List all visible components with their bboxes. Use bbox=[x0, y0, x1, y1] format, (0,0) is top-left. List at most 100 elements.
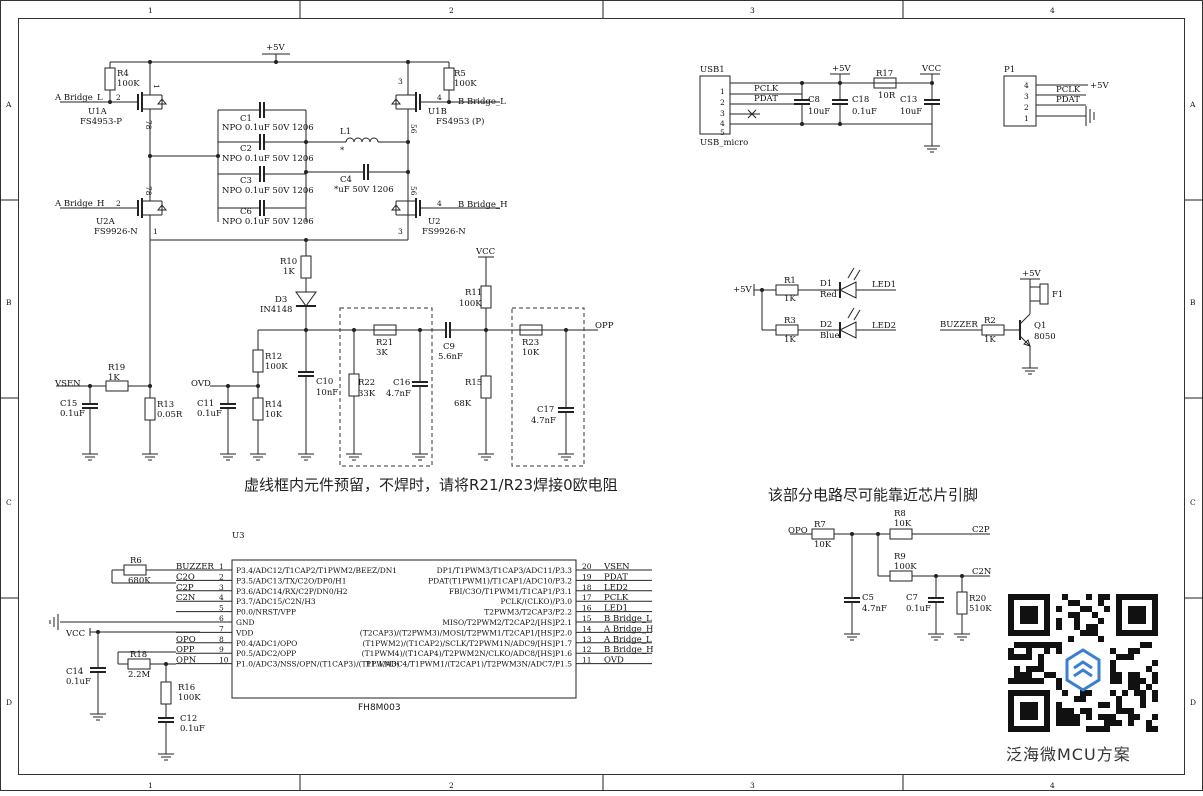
c17-val: 4.7nF bbox=[531, 416, 556, 426]
d3-val: IN4148 bbox=[260, 305, 292, 315]
mcu-pin-name: PDAT(T1PWM1)/T1CAP1/ADC10/P3.2 bbox=[428, 576, 572, 585]
resistor-r21 bbox=[373, 324, 397, 336]
pin-number: 2 bbox=[116, 93, 121, 102]
mcu-body bbox=[231, 559, 577, 699]
row-label: D bbox=[6, 698, 12, 707]
c15-val: 0.1uF bbox=[60, 409, 85, 419]
resistor-r23 bbox=[519, 324, 543, 336]
row-label: B bbox=[6, 298, 12, 307]
vcc-label: VCC bbox=[65, 629, 85, 639]
r8-val: 10K bbox=[894, 519, 912, 529]
r14-ref: R14 bbox=[265, 400, 282, 410]
power-5v-label: +5V bbox=[1022, 269, 1042, 279]
r18-ref: R18 bbox=[130, 650, 147, 660]
mcu-pin-net: A Bridge_H bbox=[603, 624, 653, 634]
pin-number: 4 bbox=[1024, 81, 1029, 90]
r10-val: 1K bbox=[283, 267, 295, 277]
c2-ref: C2 bbox=[240, 144, 252, 154]
c6-ref: C6 bbox=[240, 207, 252, 217]
power-5v-label: +5V bbox=[733, 285, 753, 295]
r16-val: 100K bbox=[178, 693, 201, 703]
mcu-pin-number: 6 bbox=[219, 614, 224, 623]
mcu-pin-net: C2P bbox=[176, 583, 194, 593]
r16-ref: R16 bbox=[178, 683, 195, 693]
r15-ref: R15 bbox=[465, 378, 482, 388]
row-label: A bbox=[1189, 100, 1196, 109]
mcu-pin-number: 7 bbox=[219, 624, 224, 633]
c9-ref: C9 bbox=[443, 342, 455, 352]
col-label: 3 bbox=[750, 6, 755, 15]
d1-val: Red bbox=[820, 290, 837, 300]
mcu-pin-name: PCLK/(CLKO)/P3.0 bbox=[500, 597, 572, 606]
resistor-r7 bbox=[811, 528, 835, 540]
mcu-pin-net: OPO bbox=[176, 635, 196, 645]
resistor-r14 bbox=[252, 397, 264, 421]
r17-ref: R17 bbox=[876, 69, 893, 79]
c6-val: NPO 0.1uF 50V 1206 bbox=[222, 217, 314, 227]
col-label: 4 bbox=[1050, 781, 1055, 790]
c3-val: NPO 0.1uF 50V 1206 bbox=[222, 186, 314, 196]
r4-val: 100K bbox=[117, 79, 140, 89]
mcu-pin-name: P3.5/ADC13/TX/C2O/DP0/H1 bbox=[236, 576, 346, 585]
r2-val: 1K bbox=[984, 335, 996, 345]
mcu-pin-name: P3.4/ADC12/T1CAP2/T1PWM2/BEEZ/DN1 bbox=[236, 566, 397, 575]
mcu-pin-name: DP1/T1PWM3/T1CAP3/ADC11/P3.3 bbox=[437, 566, 573, 575]
pin-number: 56 bbox=[409, 124, 418, 134]
mcu-pin-net: LED1 bbox=[604, 604, 628, 614]
mcu-pin-name: (T1PWM4)/(T1CAP4)/T2PWM2N/CLKO/ADC8/[HS]… bbox=[362, 649, 573, 658]
col-label: 2 bbox=[449, 781, 454, 790]
u2-ref: U2 bbox=[428, 217, 441, 227]
c11-ref: C11 bbox=[197, 399, 214, 409]
resistor-r3 bbox=[775, 324, 799, 336]
resistor-r10 bbox=[300, 255, 312, 279]
net-b-bridge-h: B Bridge_H bbox=[458, 200, 508, 210]
c1-ref: C1 bbox=[240, 114, 252, 124]
resistor-r16 bbox=[160, 681, 172, 705]
r21-val: 3K bbox=[376, 348, 388, 358]
c2-val: NPO 0.1uF 50V 1206 bbox=[222, 154, 314, 164]
d2-ref: D2 bbox=[820, 320, 832, 330]
r12-val: 100K bbox=[265, 362, 288, 372]
r19-val: 1K bbox=[108, 373, 120, 383]
c12-ref: C12 bbox=[180, 714, 197, 724]
mcu-pin-number: 12 bbox=[582, 645, 592, 654]
c8-val: 10uF bbox=[808, 107, 830, 117]
u2a-part: FS9926-N bbox=[94, 227, 138, 237]
r10-ref: R10 bbox=[280, 257, 297, 267]
u1b-ref: U1B bbox=[428, 107, 447, 117]
c7-val: 0.1uF bbox=[906, 604, 931, 614]
led-d1 bbox=[838, 267, 861, 299]
mcu-pin-net: LED2 bbox=[604, 583, 628, 593]
u2a-ref: U2A bbox=[96, 217, 116, 227]
net-pclk: PCLK bbox=[1056, 85, 1081, 95]
mosfet-u1a bbox=[137, 62, 168, 156]
r17-val: 10R bbox=[878, 91, 896, 101]
col-label: 3 bbox=[750, 781, 755, 790]
pin-number: 56 bbox=[409, 186, 418, 196]
resistor-r12 bbox=[252, 349, 264, 373]
r20-ref: R20 bbox=[969, 594, 986, 604]
capacitor-c2 bbox=[218, 133, 306, 151]
r6-ref: R6 bbox=[130, 556, 142, 566]
c13-val: 10uF bbox=[900, 107, 922, 117]
mcu-pin-name: P3.7/ADC15/C2N/H3 bbox=[236, 597, 316, 606]
mcu-pin-name: MISO/T2PWM2/T2CAP2/[HS]P2.1 bbox=[442, 618, 572, 627]
power-5v-label: +5V bbox=[266, 43, 286, 53]
r23-val: 10K bbox=[522, 348, 540, 358]
net-c2p: C2P bbox=[972, 525, 990, 535]
mcu-pin-number: 11 bbox=[582, 656, 592, 665]
mcu-pin-net: OVD bbox=[604, 656, 624, 666]
net-led2: LED2 bbox=[872, 321, 896, 331]
c18-val: 0.1uF bbox=[852, 107, 877, 117]
usb1-ref: USB1 bbox=[700, 65, 725, 75]
mcu-pin-number: 2 bbox=[219, 572, 224, 581]
comparator-circuit: 该部分电路尽可能靠近芯片引脚 OPO R7 10K R8 10K C2P C5 … bbox=[768, 486, 992, 641]
mcu-pin-number: 14 bbox=[582, 624, 592, 633]
pin-number: 78 bbox=[144, 186, 153, 196]
c16-ref: C16 bbox=[393, 378, 410, 388]
mcu-pin-name: P0.4/ADC1/OPO bbox=[236, 639, 297, 648]
mosfet-u2a bbox=[137, 156, 168, 386]
layout-note: 该部分电路尽可能靠近芯片引脚 bbox=[768, 486, 978, 504]
